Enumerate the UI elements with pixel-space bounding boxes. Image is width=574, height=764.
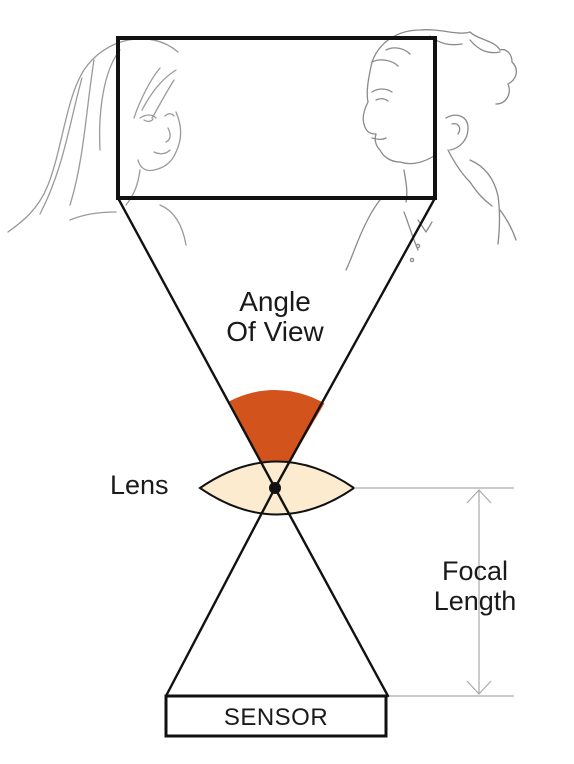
ray-lower-left [164,486,277,698]
sensor-box [164,694,388,738]
sensor-label: SENSOR [223,704,329,731]
lens-label: Lens [110,470,169,500]
arrowhead-top-icon [466,489,492,504]
focal-length-label: Focal Length [415,556,535,616]
focal-length-line2: Length [433,586,517,616]
angle-of-view-line1: Angle [239,286,311,317]
angle-of-view-line2: Of View [226,316,324,347]
lens-center-dot [269,482,281,494]
field-of-view-frame [116,36,437,200]
boy-sketch-icon [345,29,518,271]
girl-sketch-icon [7,38,187,246]
ray-upper-left [116,196,277,490]
focal-length-line1: Focal [441,556,509,586]
light-rays [116,196,437,698]
angle-of-view-label: Angle Of View [190,287,360,347]
angle-of-view-wedge [229,390,325,488]
arrowhead-bottom-icon [466,680,492,695]
ray-lower-right [273,486,390,698]
ray-upper-right [273,196,437,490]
